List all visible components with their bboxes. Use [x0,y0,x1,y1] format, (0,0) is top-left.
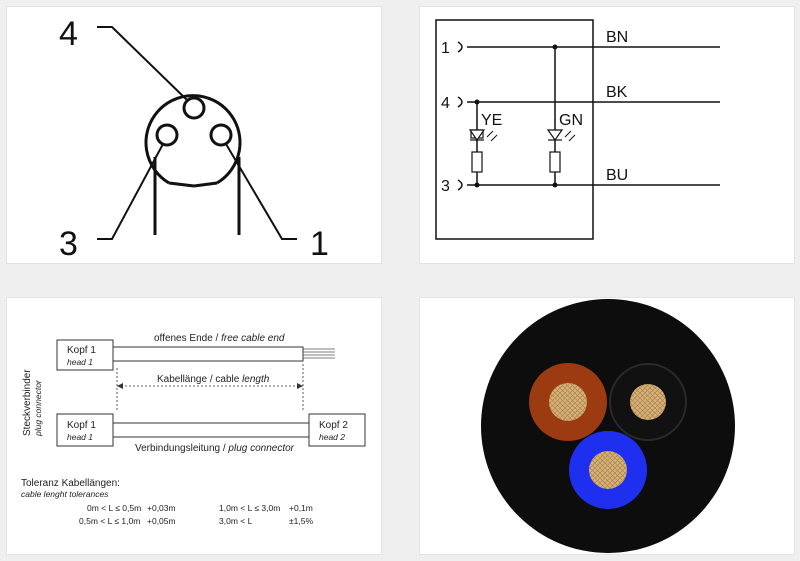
gn-junction-top [552,44,558,50]
tolerance-range-3: 1,0m < L ≤ 3,0m [219,503,280,513]
terminal-4 [457,96,463,108]
connector-face-drawing: 4 3 1 [59,15,329,263]
terminal-3 [457,179,463,191]
top-cable-body [112,346,304,362]
ye-resistor [471,151,483,173]
terminal-1-label: 1 [441,40,450,57]
device-housing [435,19,594,240]
cable-cross-section-panel [419,297,795,555]
connector-face-panel: 4 3 1 [6,6,382,264]
tolerance-value-3: +0,1m [289,503,313,513]
ye-emission-arrow-1 [486,130,494,138]
brown-conductor [549,383,587,421]
dim-arrow-left-icon [117,383,123,389]
tolerance-range-1: 0m < L ≤ 0,5m [87,503,141,513]
terminal-4-label: 4 [441,95,450,112]
pin-4-leader [97,26,189,102]
tolerance-value-2: +0,05m [147,516,176,526]
pin-1-contact [209,123,233,147]
connector-housing-arc [144,94,242,185]
dim-arrow-right-icon [297,383,303,389]
cable-jacket [481,299,735,553]
tolerance-range-2: 0,5m < L ≤ 1,0m [79,516,140,526]
gn-emission-arrow-2 [568,134,576,142]
tolerance-title: Toleranz Kabellängen: [21,478,120,489]
pin-1-label: 1 [310,225,329,263]
wiring-diagram-drawing: 1 4 3 BN BK BU YE GN [435,19,720,240]
cable-length-drawing: Steckverbinder plug connector Kopf 1 hea… [21,333,366,526]
ye-junction-top [474,99,480,105]
housing-bottom-left [168,181,195,188]
wire-bk-label: BK [606,84,628,101]
side-label: Steckverbinder [22,369,33,436]
tolerance-value-1: +0,03m [147,503,176,513]
tolerance-subtitle: cable lenght tolerances [21,489,109,499]
pin-4-contact [182,96,206,120]
free-end-label: offenes Ende / free cable end [154,333,285,344]
blue-conductor [589,451,627,489]
bottom-cable-body [112,422,310,438]
pin-3-label: 3 [59,225,78,263]
pin-4-label: 4 [59,15,78,53]
connection-label: Verbindungsleitung / plug connector [135,443,295,454]
ye-led-icon [468,129,486,142]
ye-emission-arrow-2 [490,134,498,142]
pin-1-leader [225,143,297,240]
cable-length-label: Kabellänge / cable length [157,374,270,385]
ye-led-label: YE [481,112,502,129]
terminal-1 [457,41,463,53]
top-head1-box [56,339,114,371]
housing-bottom-right [193,181,218,188]
wiring-diagram-panel: 1 4 3 BN BK BU YE GN [419,6,795,264]
pin-3-leader [97,143,164,240]
top-head1-label: Kopf 1 [67,345,96,356]
bottom-head1-label: Kopf 1 [67,420,96,431]
head2-label: Kopf 2 [319,420,348,431]
pin-3-contact [155,123,179,147]
black-conductor [630,384,666,420]
gn-junction-bottom [552,182,558,188]
gn-emission-arrow-1 [564,130,572,138]
cable-length-panel: Steckverbinder plug connector Kopf 1 hea… [6,297,382,555]
ye-junction-bottom [474,182,480,188]
wire-bn-label: BN [606,29,628,46]
top-head1-label-it: head 1 [67,357,93,367]
gn-led-icon [546,129,564,142]
side-label-it: plug connector [33,379,43,437]
gn-led-label: GN [559,112,583,129]
tolerance-range-4: 3,0m < L [219,516,253,526]
bottom-head1-label-it: head 1 [67,432,93,442]
tolerance-value-4: ±1,5% [289,516,313,526]
head2-box [308,413,366,447]
cable-cross-section-drawing [481,299,735,553]
gn-resistor [549,151,561,173]
head2-label-it: head 2 [319,432,345,442]
wire-bu-label: BU [606,167,628,184]
terminal-3-label: 3 [441,178,450,195]
